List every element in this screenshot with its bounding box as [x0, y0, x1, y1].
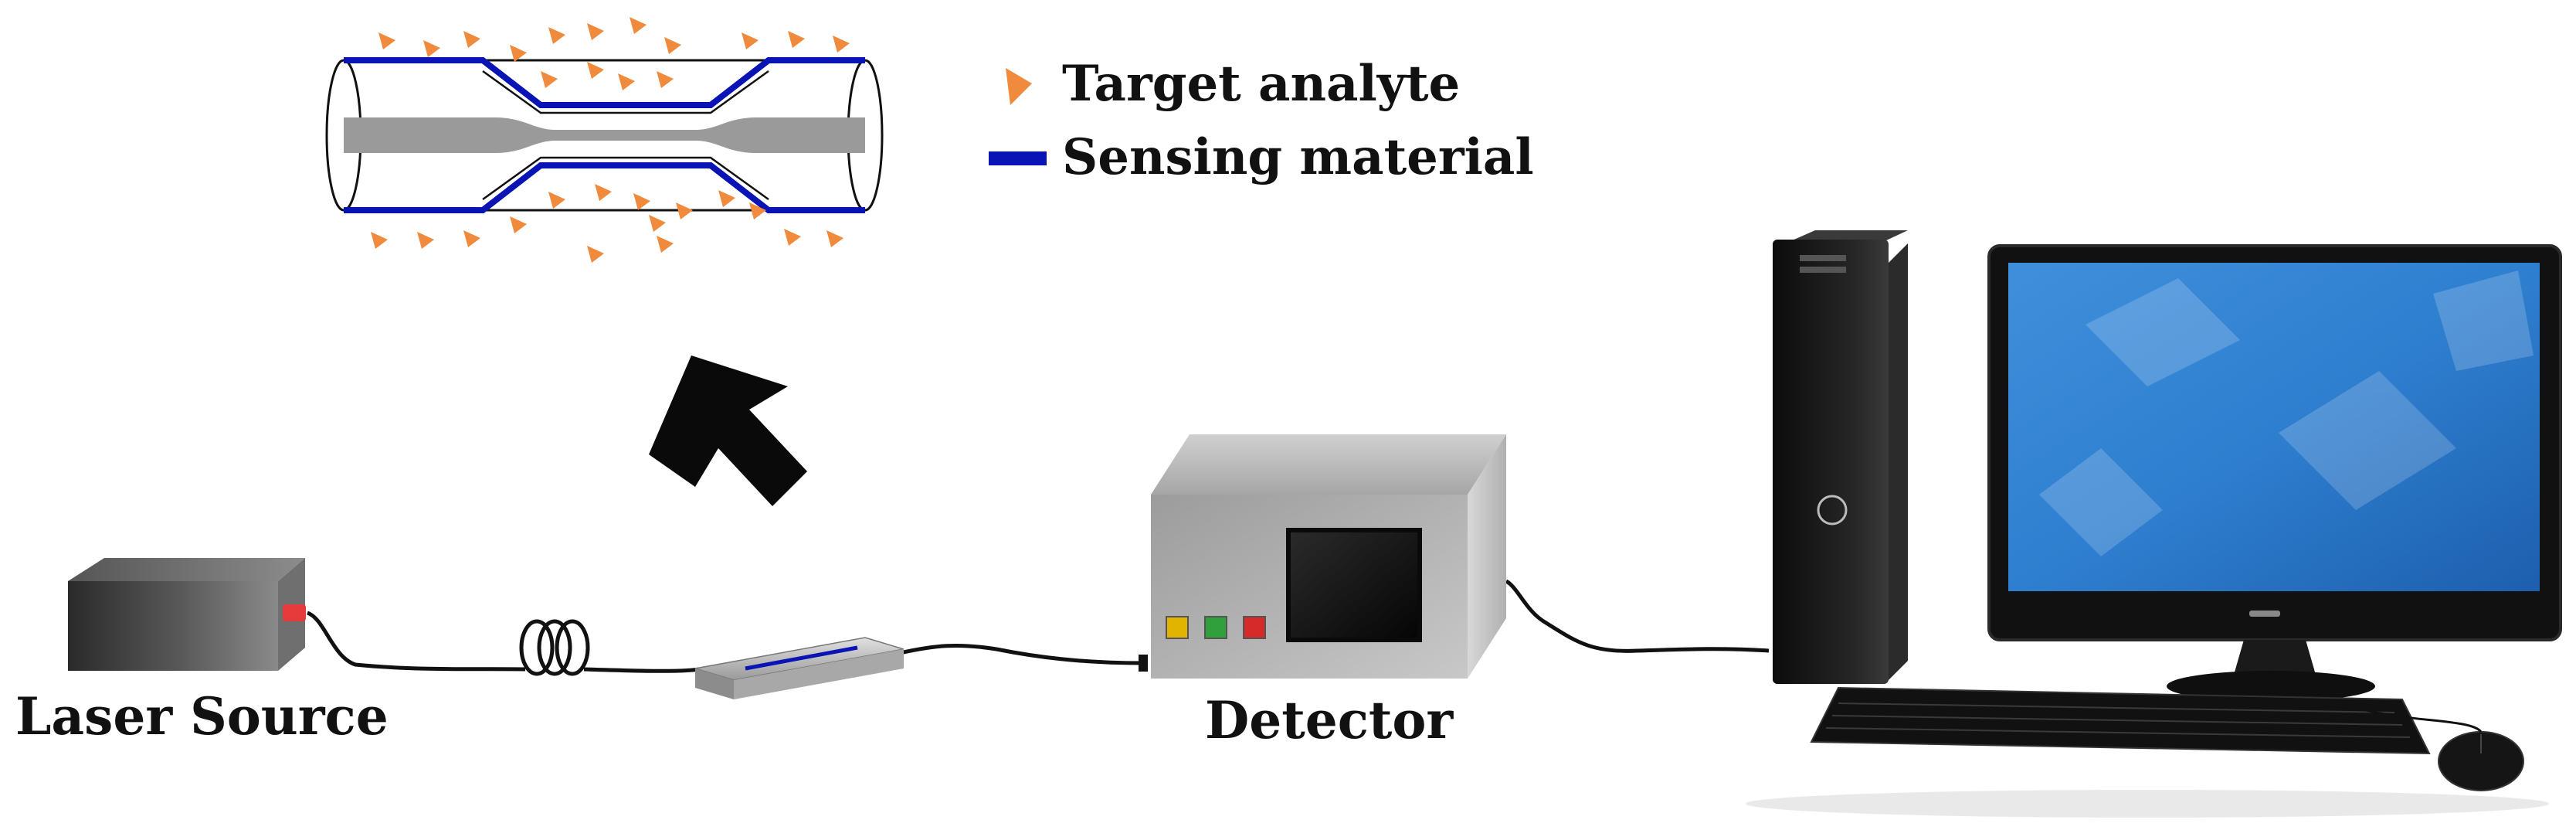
target-analyte-icon	[463, 230, 480, 247]
sensing-material-top	[344, 57, 865, 108]
target-analyte-icon	[742, 32, 759, 49]
target-analyte-icon	[784, 229, 801, 246]
fiber-cable-detector-to-computer	[1505, 579, 1770, 653]
slide-sensing-fiber	[745, 645, 858, 671]
target-analyte-icon	[657, 71, 674, 88]
slide-side	[734, 649, 904, 699]
target-analyte-icon	[833, 36, 850, 53]
detector-label: Detector	[1205, 690, 1454, 750]
mouse-cable	[2363, 708, 2483, 733]
detector-indicator-button	[1166, 616, 1189, 639]
target-analyte-particles	[371, 17, 850, 263]
target-analyte-icon	[587, 23, 604, 40]
target-analyte-icon	[417, 232, 434, 249]
desktop-computer	[1746, 230, 2562, 818]
detector: Detector	[1151, 434, 1506, 750]
monitor-stand-neck	[2232, 640, 2317, 680]
dell-logo-icon	[1817, 495, 1848, 526]
computer-tower-side	[1885, 243, 1908, 684]
keyboard-keys	[1825, 702, 2411, 738]
laser-source: Laser Source	[15, 558, 389, 747]
target-analyte-icon	[749, 202, 766, 219]
fiber-cable-sensor-to-detector	[899, 643, 1144, 665]
screen-pattern	[2039, 270, 2534, 556]
target-analyte-icon	[587, 62, 604, 79]
target-analyte-icon	[826, 230, 843, 247]
target-analyte-icon	[788, 31, 805, 48]
laser-source-label: Laser Source	[15, 686, 389, 747]
sensor-slide	[694, 637, 904, 699]
legend: Target analyte Sensing material	[989, 55, 1534, 186]
target-analyte-icon	[371, 232, 388, 249]
slide-front	[695, 668, 734, 699]
computer-tower-front	[1773, 240, 1889, 684]
detector-indicator-button	[1204, 616, 1227, 639]
fiber-cable-coil-to-sensor	[583, 667, 700, 673]
target-analyte-icon	[423, 40, 440, 57]
monitor-brand-chin	[2249, 611, 2280, 617]
target-analyte-icon	[718, 190, 735, 207]
laser-top-face	[68, 558, 305, 581]
target-analyte-icon	[510, 45, 527, 62]
legend-bar-icon	[989, 151, 1047, 165]
fiber-waist-outline	[482, 70, 769, 201]
detector-display-window	[1286, 528, 1422, 642]
fiber-cable-laser-to-coil	[306, 611, 526, 672]
target-analyte-icon	[676, 202, 693, 219]
target-analyte-icon	[378, 32, 395, 49]
legend-triangle-icon	[1006, 68, 1032, 105]
fiber-coil	[519, 619, 590, 676]
monitor-screen	[2008, 263, 2540, 591]
legend-label-target-analyte: Target analyte	[1062, 55, 1460, 113]
target-analyte-icon	[463, 31, 480, 48]
target-analyte-icon	[548, 27, 565, 44]
target-analyte-icon	[541, 71, 558, 88]
target-analyte-icon	[587, 246, 604, 263]
arrow-up-left-icon	[649, 355, 807, 506]
target-analyte-icon	[548, 192, 565, 209]
legend-label-sensing-material: Sensing material	[1062, 128, 1534, 186]
tapered-fiber-inset	[325, 17, 884, 263]
target-analyte-icon	[595, 184, 612, 201]
detector-side-face	[1468, 434, 1506, 679]
laser-output-port	[283, 604, 306, 621]
target-analyte-icon	[630, 17, 647, 34]
fiber-core	[344, 117, 865, 153]
optical-fiber	[306, 579, 1770, 676]
detector-input-connector	[1139, 655, 1148, 672]
detector-top-face	[1151, 434, 1506, 495]
zoom-arrow	[649, 355, 807, 506]
detector-indicator-button	[1243, 616, 1266, 639]
target-analyte-icon	[618, 73, 635, 90]
tower-drive-slot-1	[1800, 255, 1846, 261]
sensing-material-bottom	[344, 162, 865, 213]
target-analyte-icon	[664, 37, 681, 54]
detector-indicator-buttons	[1166, 616, 1266, 639]
target-analyte-icon	[510, 216, 527, 233]
computer-tower-top	[1790, 230, 1908, 241]
target-analyte-icon	[649, 215, 666, 232]
laser-front-face	[68, 581, 278, 671]
computer-shadow	[1746, 790, 2549, 818]
target-analyte-icon	[657, 236, 674, 253]
tower-drive-slot-2	[1800, 267, 1846, 273]
target-analyte-icon	[633, 193, 650, 210]
monitor-stand-base	[2167, 671, 2375, 702]
